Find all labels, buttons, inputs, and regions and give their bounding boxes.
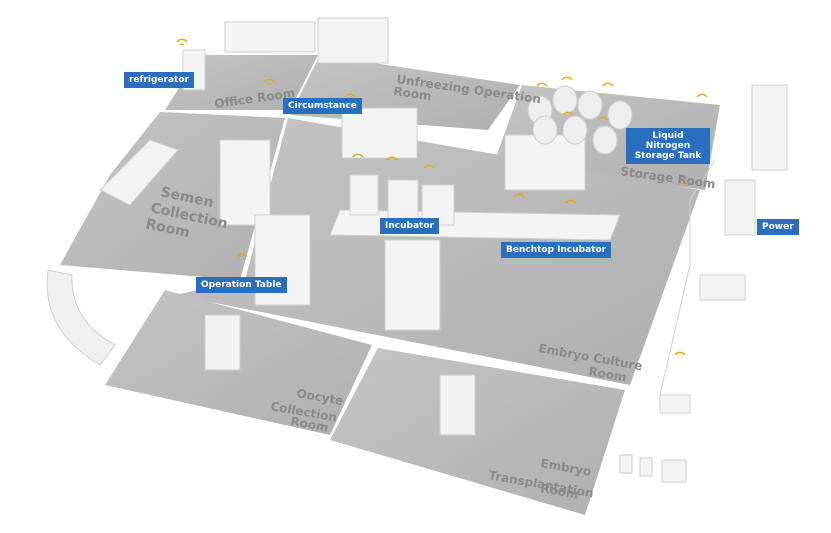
refrigerator-tag: refrigerator bbox=[124, 72, 194, 88]
embryo-transplantation-floor bbox=[330, 348, 625, 515]
incubator-tag: Incubator bbox=[380, 218, 439, 234]
unfreezing-room-label-2: Room bbox=[393, 84, 433, 103]
network-cable bbox=[659, 159, 716, 396]
liquid-nitrogen-tag: Liquid Nitrogen Storage Tank bbox=[626, 128, 710, 164]
operation-chairs bbox=[204, 314, 476, 436]
reception-desk bbox=[46, 269, 116, 366]
wifi-sensor-icon bbox=[176, 38, 708, 356]
sofa bbox=[99, 139, 179, 206]
transplant-label-3: Room bbox=[539, 481, 579, 501]
oocyte-label-3: Room bbox=[289, 414, 329, 434]
operation-table-tag: Operation Table bbox=[196, 277, 287, 293]
nitrogen-tanks bbox=[527, 85, 633, 155]
benchtop-incubator-tag: Benchtop Incubator bbox=[501, 242, 612, 258]
embryo-culture-label-2: Room bbox=[587, 364, 627, 384]
circumstance-tag: Circumstance bbox=[283, 98, 362, 114]
power-tag: Power bbox=[757, 219, 799, 235]
furniture bbox=[219, 17, 788, 483]
